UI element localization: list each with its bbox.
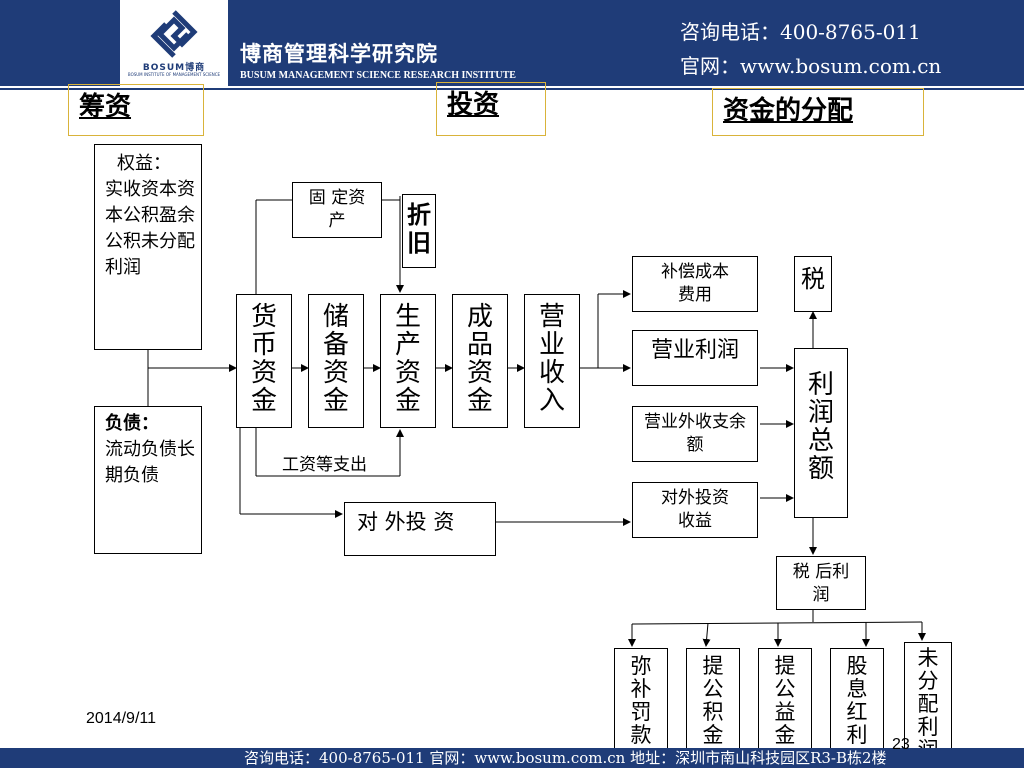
bosum-logo-icon — [150, 10, 198, 58]
reserve-funds-box: 储备资金 — [308, 294, 364, 428]
slide-date: 2014/9/11 — [86, 710, 156, 727]
equity-box: 权益： 实收资本资本公积盈余公积未分配利润 — [94, 144, 202, 350]
after-tax-profit-box: 税 后利 润 — [776, 556, 866, 610]
tax-box: 税 — [794, 256, 832, 312]
non-operating-balance-box: 营业外收支余额 — [632, 406, 758, 462]
fixed-assets-box: 固 定资 产 — [292, 182, 382, 238]
equity-items: 实收资本资本公积盈余公积未分配利润 — [105, 179, 195, 278]
liability-title: 负债： — [105, 413, 159, 434]
cost-compensation-box: 补偿成本费用 — [632, 256, 758, 312]
wages-label: 工资等支出 — [282, 450, 367, 475]
depreciation-box: 折旧 — [402, 194, 436, 268]
finished-goods-funds-box: 成品资金 — [452, 294, 508, 428]
monetary-funds-box: 货币资金 — [236, 294, 292, 428]
liability-items: 流动负债长期负债 — [105, 439, 195, 486]
penalty-compensation-box: 弥补罚款 — [614, 648, 668, 752]
page-number: 23 — [892, 736, 910, 753]
external-investment-box: 对 外投 资 — [344, 502, 496, 556]
surplus-reserve-box: 提公积金 — [686, 648, 740, 752]
header-phone: 咨询电话：400-8765-011 — [680, 20, 921, 44]
footer-bar — [0, 748, 1024, 768]
header-divider — [0, 88, 1024, 90]
section-investing: 投资 — [436, 82, 546, 136]
operating-revenue-box: 营业收入 — [524, 294, 580, 428]
section-financing: 筹资 — [68, 84, 204, 136]
production-funds-box: 生产资金 — [380, 294, 436, 428]
total-profit-box: 利润总额 — [794, 348, 848, 518]
footer-contact: 咨询电话：400-8765-011 官网：www.bosum.com.cn 地址… — [244, 749, 887, 767]
logo-subtitle: BOSUM INSTITUTE OF MANAGEMENT SCIENCE — [127, 72, 221, 77]
investment-income-box: 对外投资收益 — [632, 482, 758, 538]
liability-box: 负债： 流动负债长期负债 — [94, 406, 202, 554]
section-allocation: 资金的分配 — [712, 88, 924, 136]
header-website: 官网：www.bosum.com.cn — [680, 54, 942, 78]
org-name-chinese: 博商管理科学研究院 — [240, 41, 438, 66]
equity-title: 权益： — [117, 153, 171, 174]
org-name-english: BUSUM MANAGEMENT SCIENCE RESEARCH INSTIT… — [240, 70, 516, 81]
dividend-box: 股息红利 — [830, 648, 884, 752]
operating-profit-box: 营业利润 — [632, 330, 758, 386]
logo-wordmark: BOSUM博商 — [142, 63, 206, 73]
welfare-fund-box: 提公益金 — [758, 648, 812, 752]
